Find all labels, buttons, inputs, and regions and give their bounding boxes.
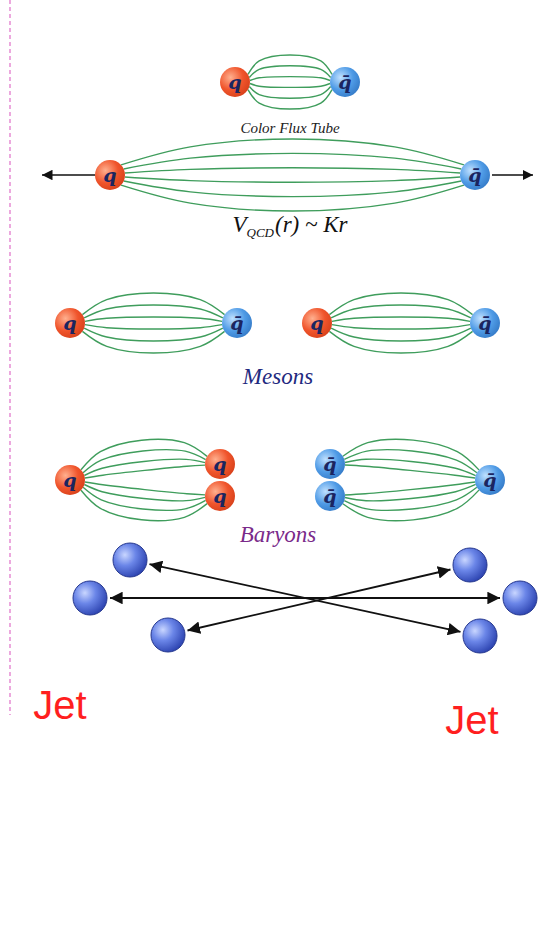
hadron-ball bbox=[113, 543, 147, 577]
hadron-ball bbox=[463, 619, 497, 653]
pull-arrow bbox=[492, 174, 533, 176]
divider-line bbox=[9, 0, 10, 715]
antiquark-circle: q̄ bbox=[470, 308, 500, 338]
jet-label: Jet bbox=[445, 698, 498, 743]
jet-arrow bbox=[188, 570, 451, 631]
quark-symbol: q̄ bbox=[323, 455, 336, 474]
hadron-ball bbox=[453, 548, 487, 582]
quark-symbol: q̄ bbox=[468, 166, 481, 185]
antiquark-circle: q̄ bbox=[475, 465, 505, 495]
antiquark-circle: q̄ bbox=[315, 481, 345, 511]
quark-circle: q bbox=[55, 465, 85, 495]
antiquark-circle: q̄ bbox=[330, 67, 360, 97]
flux-tube bbox=[343, 439, 479, 478]
quark-symbol: q̄ bbox=[230, 314, 243, 333]
flux-tube bbox=[248, 55, 332, 109]
quark-circle: q bbox=[205, 449, 235, 479]
mesons-label: Mesons bbox=[243, 364, 313, 390]
potential-formula: VQCD(r) ~ Kr bbox=[232, 212, 347, 241]
quark-circle: q bbox=[302, 308, 332, 338]
quark-circle: q bbox=[205, 481, 235, 511]
formula-text: (r) ~ Kr bbox=[275, 212, 348, 237]
flux-tube bbox=[343, 482, 479, 521]
pull-arrow bbox=[42, 174, 95, 176]
quark-symbol: q bbox=[63, 314, 76, 333]
quark-symbol: q̄ bbox=[483, 471, 496, 490]
formula-subscript: QCD bbox=[247, 225, 274, 240]
caption-label: Color Flux Tube bbox=[240, 120, 339, 137]
jet-label: Jet bbox=[33, 683, 86, 728]
quark-symbol: q̄ bbox=[338, 73, 351, 92]
quark-circle: q bbox=[220, 67, 250, 97]
jet-arrow bbox=[110, 597, 500, 599]
quark-symbol: q bbox=[63, 471, 76, 490]
quark-symbol: q bbox=[213, 455, 226, 474]
quark-symbol: q bbox=[228, 73, 241, 92]
hadron-ball bbox=[73, 581, 107, 615]
flux-tube bbox=[82, 293, 224, 353]
flux-tube bbox=[329, 293, 472, 353]
quark-symbol: q bbox=[213, 487, 226, 506]
flux-tube bbox=[81, 439, 207, 478]
quark-symbol: q bbox=[310, 314, 323, 333]
quark-symbol: q̄ bbox=[323, 487, 336, 506]
antiquark-circle: q̄ bbox=[460, 160, 490, 190]
flux-tube bbox=[121, 139, 464, 211]
quark-symbol: q̄ bbox=[478, 314, 491, 333]
antiquark-circle: q̄ bbox=[315, 449, 345, 479]
quark-circle: q bbox=[95, 160, 125, 190]
baryons-label: Baryons bbox=[240, 522, 317, 548]
quark-symbol: q bbox=[103, 166, 116, 185]
hadron-ball bbox=[151, 618, 185, 652]
flux-tube bbox=[81, 482, 207, 521]
formula-symbol: V bbox=[232, 212, 246, 237]
hadron-ball bbox=[503, 581, 537, 615]
antiquark-circle: q̄ bbox=[222, 308, 252, 338]
quark-circle: q bbox=[55, 308, 85, 338]
